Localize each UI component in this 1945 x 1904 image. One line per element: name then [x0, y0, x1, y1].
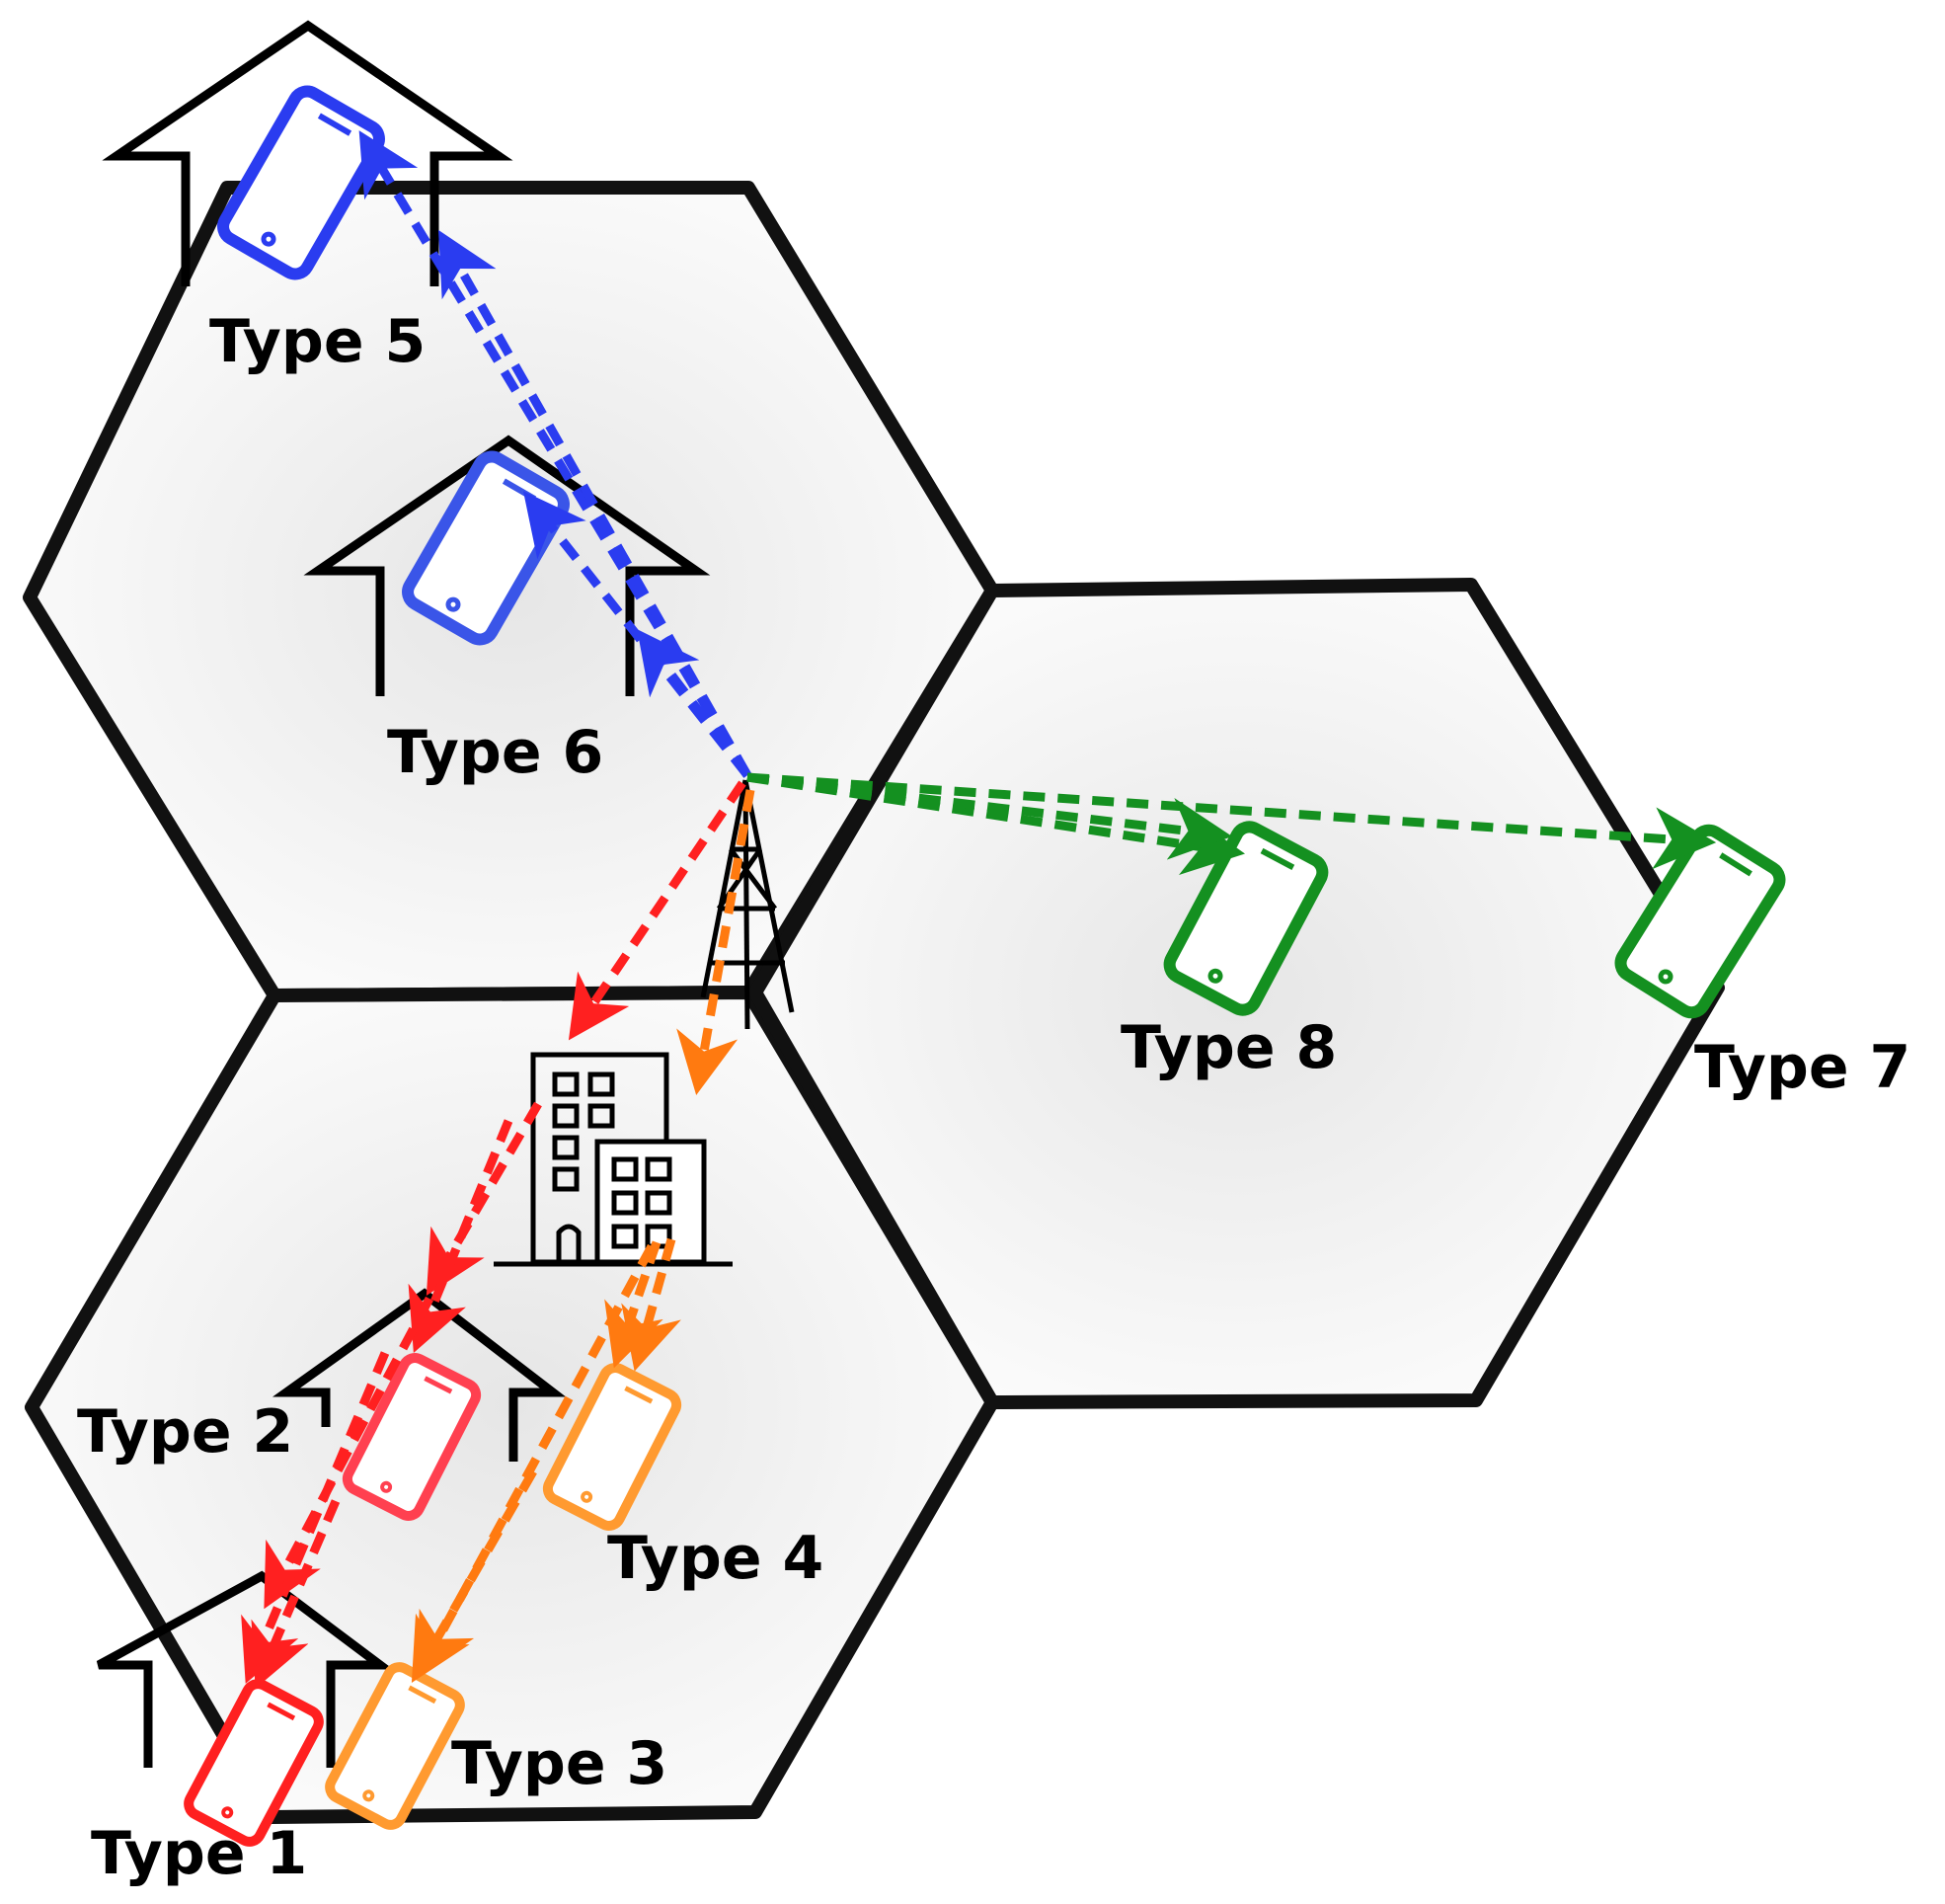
arrowhead-icon [637, 629, 751, 778]
smartphone-icon [342, 1353, 482, 1521]
arrowhead-icon [621, 1237, 681, 1372]
arrowhead-icon [241, 1351, 390, 1684]
smartphone-icon [542, 1363, 682, 1531]
house-icon [102, 20, 513, 286]
smartphone-icon [1163, 821, 1329, 1016]
house-icon [303, 435, 711, 696]
label-type-5: Type 5 [209, 307, 426, 376]
arrowhead-icon [676, 789, 755, 1095]
label-type-4: Type 4 [607, 1524, 823, 1593]
smartphone-icon [1614, 824, 1786, 1019]
label-type-1: Type 1 [91, 1819, 307, 1888]
arrowhead-icon [411, 1468, 537, 1684]
smartphone-icon [184, 1679, 324, 1847]
arrowhead-icon [408, 1119, 513, 1353]
label-type-8: Type 8 [1121, 1013, 1337, 1082]
smartphone-icon [217, 85, 385, 280]
label-type-3: Type 3 [451, 1729, 667, 1798]
arrowhead-icon [251, 1499, 341, 1689]
label-type-6: Type 6 [387, 718, 603, 787]
arrowhead-icon [568, 780, 746, 1041]
arrowhead-icon [604, 1240, 663, 1369]
label-type-2: Type 2 [77, 1397, 293, 1467]
arrowhead-icon [264, 1296, 433, 1610]
house-icon [96, 1570, 394, 1768]
label-type-7: Type 7 [1694, 1033, 1910, 1102]
arrowhead-icon [746, 772, 1717, 870]
